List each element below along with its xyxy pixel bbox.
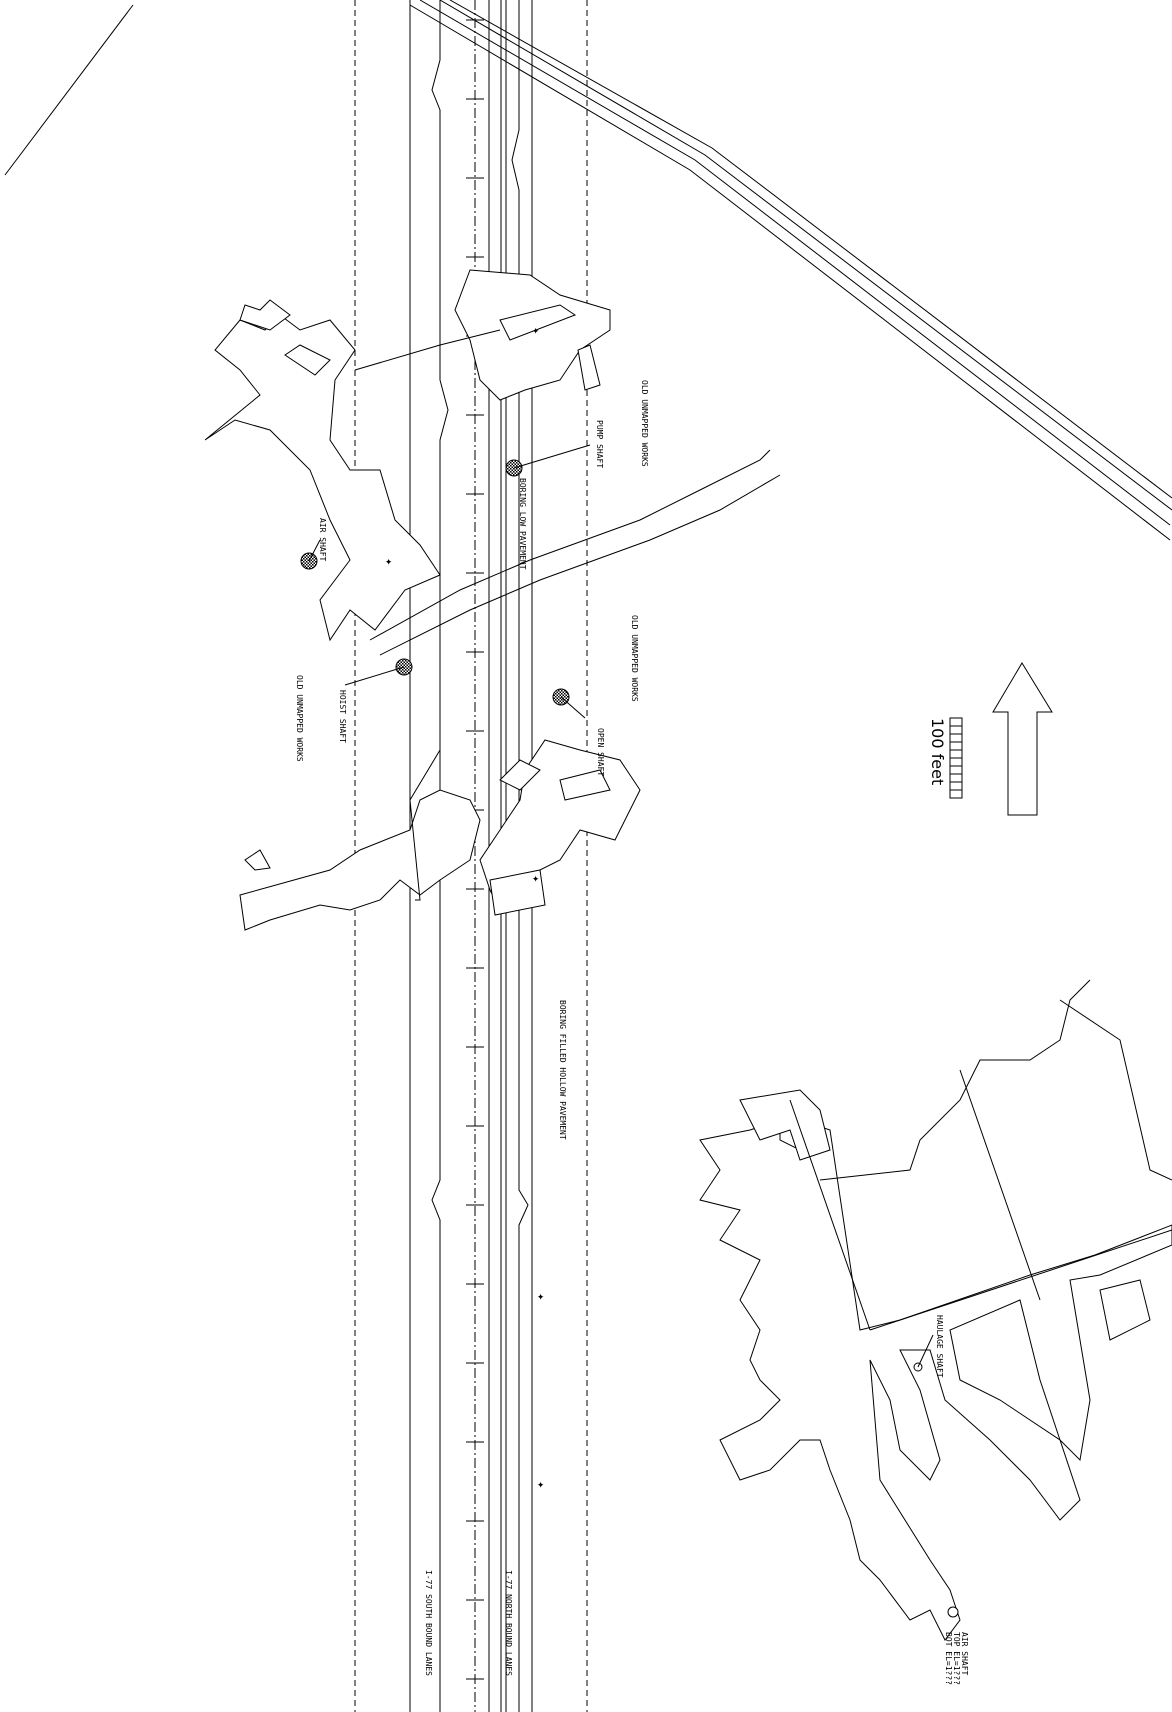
- svg-text:✦: ✦: [532, 871, 539, 885]
- mine-workings-east: [699, 979, 1172, 1641]
- label-air-shaft: AIR SHAFT: [318, 518, 327, 562]
- label-air-shaft-2-top: TOP EL=1???: [952, 1632, 961, 1685]
- label-old-unmapped-works-3: OLD UNMAPPED WORKS: [640, 380, 649, 467]
- mine-workings-north: [204, 269, 611, 642]
- north-arrow-icon: [992, 662, 1053, 816]
- label-southbound-lanes: I-77 SOUTH BOUND LANES: [424, 1570, 433, 1676]
- label-hoist-shaft: HOIST SHAFT: [338, 690, 347, 743]
- label-air-shaft-2-bot: BOT EL=1???: [944, 1632, 953, 1685]
- boundary-line: [4, 4, 134, 176]
- railroad: [409, 0, 1172, 541]
- label-air-shaft-2: AIR SHAFT: [960, 1632, 969, 1676]
- scale-bar: 100 feet: [928, 717, 963, 799]
- label-old-unmapped-works-2: OLD UNMAPPED WORKS: [295, 675, 304, 762]
- scale-label: 100 feet: [928, 718, 947, 785]
- svg-text:✦: ✦: [385, 554, 392, 568]
- shafts: [300, 444, 959, 1618]
- label-boring-1: BORING LOW PAVEMENT: [518, 478, 527, 570]
- label-boring-2: BORING FILLED HOLLOW PAVEMENT: [558, 1000, 567, 1140]
- label-northbound-lanes: I-77 NORTH BOUND LANES: [504, 1570, 513, 1676]
- label-old-unmapped-works-1: OLD UNMAPPED WORKS: [630, 615, 639, 702]
- svg-text:✦: ✦: [537, 1289, 544, 1303]
- boring-markers: ✦ ✦ ✦ ✦ ✦: [385, 323, 544, 1491]
- label-open-shaft: OPEN SHAFT: [596, 728, 605, 776]
- map-labels: OLD UNMAPPED WORKS OLD UNMAPPED WORKS OL…: [295, 380, 969, 1685]
- air-shaft-2-marker: [947, 1606, 959, 1618]
- svg-text:✦: ✦: [537, 1477, 544, 1491]
- connecting-entries: [354, 329, 781, 901]
- label-pump-shaft: PUMP SHAFT: [595, 420, 604, 468]
- svg-text:✦: ✦: [532, 323, 539, 337]
- label-haulage-shaft: HAULAGE SHAFT: [935, 1315, 944, 1378]
